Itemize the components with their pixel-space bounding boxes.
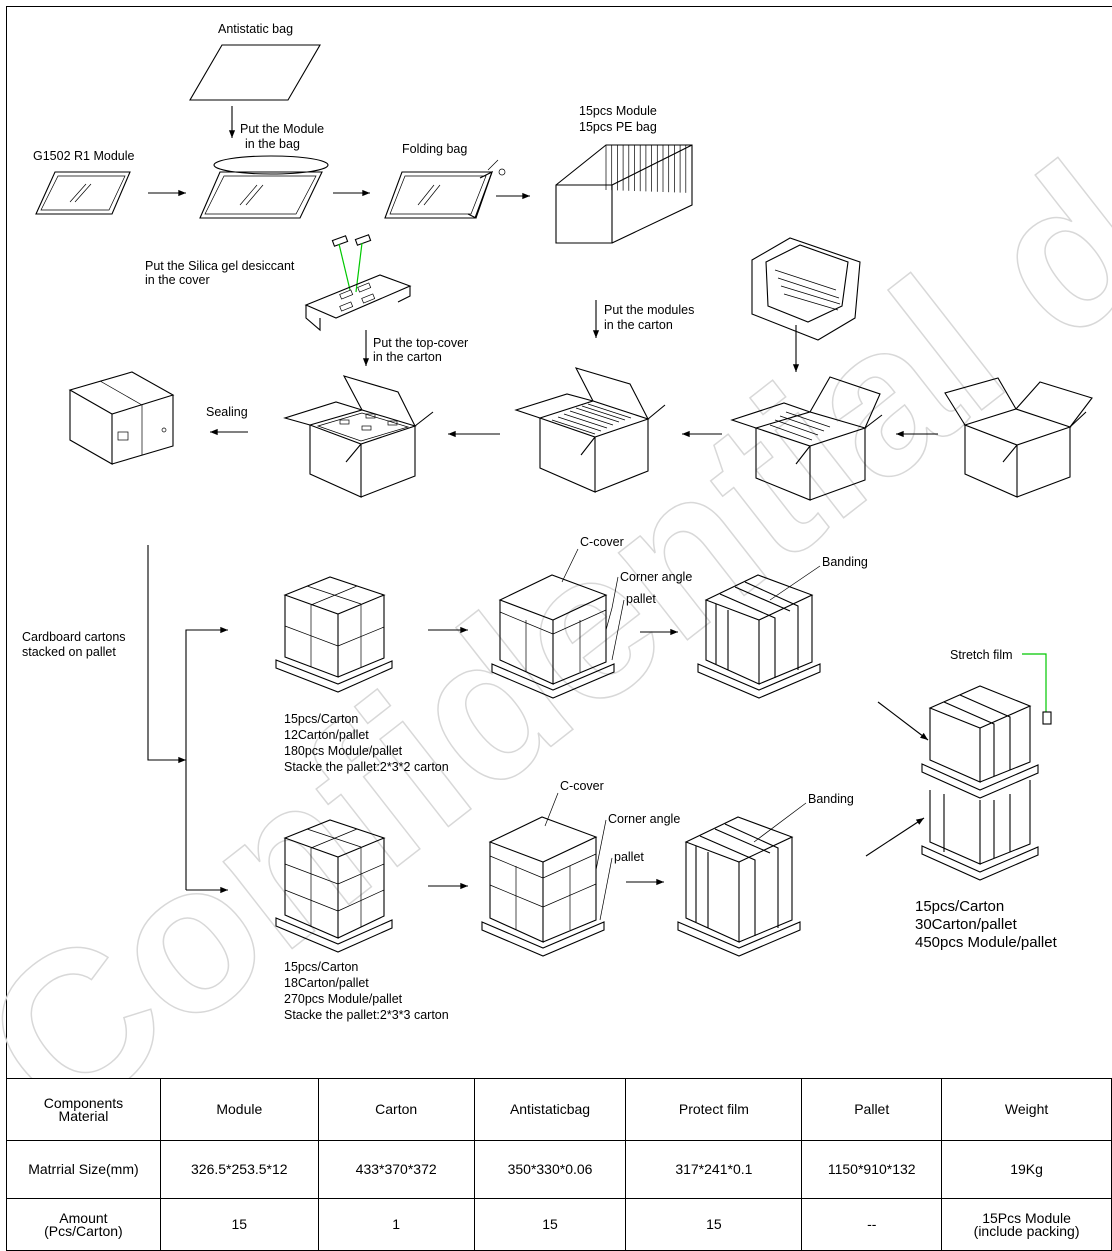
pallet-b-covered bbox=[481, 816, 605, 957]
stack-label-a: Cardboard cartons bbox=[22, 630, 126, 644]
antistatic-bag: Antistatic bag bbox=[189, 22, 321, 101]
module-label: G1502 R1 Module bbox=[33, 149, 135, 163]
table-row: Amount(Pcs/Carton) 15 1 15 15 -- 15Pcs M… bbox=[6, 1198, 1112, 1251]
sealing-label: Sealing bbox=[206, 405, 248, 419]
c-cover-b: C-cover bbox=[560, 779, 604, 793]
table-cell: -- bbox=[801, 1198, 943, 1251]
packing-diagram: Confidential document Antistatic bag Put… bbox=[0, 0, 1112, 1078]
drawing-frame bbox=[6, 6, 1112, 1236]
option-a-line-1: 15pcs/Carton bbox=[284, 712, 358, 726]
option-b-line-2: 18Carton/pallet bbox=[284, 976, 369, 990]
c-cover-a: C-cover bbox=[580, 535, 624, 549]
table-cell: 15 bbox=[473, 1198, 627, 1251]
put-module-label-2: in the bag bbox=[245, 137, 300, 151]
leader-line bbox=[599, 857, 613, 921]
table-cell: Module bbox=[159, 1078, 319, 1141]
option-a-line-4: Stacke the pallet:2*3*2 carton bbox=[284, 760, 449, 774]
put-modules-label-1: Put the modules bbox=[604, 303, 694, 317]
put-module-label-1: Put the Module bbox=[240, 122, 324, 136]
branch-up bbox=[185, 626, 228, 890]
leader-line bbox=[611, 599, 625, 661]
pallet-b-banded bbox=[677, 816, 801, 957]
final-line-3: 450pcs Module/pallet bbox=[915, 934, 1058, 951]
option-b-line-4: Stacke the pallet:2*3*3 carton bbox=[284, 1008, 449, 1022]
final-double-pallet bbox=[921, 685, 1039, 881]
empty-carton bbox=[944, 377, 1093, 498]
pallet-a-banded bbox=[697, 574, 821, 699]
leader-line bbox=[561, 548, 579, 583]
carton-with-modules bbox=[514, 367, 666, 493]
pallet-stack-b bbox=[275, 819, 393, 953]
pallet-label-a: pallet bbox=[626, 592, 656, 606]
stacked-modules bbox=[555, 144, 693, 244]
put-modules-label-2: in the carton bbox=[604, 318, 673, 332]
topcover-label-2: in the carton bbox=[373, 350, 442, 364]
leader-line bbox=[544, 792, 559, 827]
table-cell: 326.5*253.5*12 bbox=[159, 1140, 319, 1199]
leader-line bbox=[769, 565, 821, 601]
module-tray bbox=[751, 237, 861, 341]
banding-b: Banding bbox=[808, 792, 854, 806]
svg-text:Antistatic bag: Antistatic bag bbox=[218, 22, 293, 36]
table-cell: 350*330*0.06 bbox=[473, 1140, 627, 1199]
leader-line bbox=[753, 802, 807, 843]
folding-bag-label: Folding bag bbox=[402, 142, 467, 156]
leader-line bbox=[595, 819, 607, 871]
table-cell: 15 bbox=[625, 1198, 803, 1251]
table-cell: Protect film bbox=[625, 1078, 803, 1141]
stack-label-2: 15pcs PE bag bbox=[579, 120, 657, 134]
table-cell: Matrrial Size(mm) bbox=[6, 1140, 161, 1199]
pallet-label-b: pallet bbox=[614, 850, 644, 864]
final-line-1: 15pcs/Carton bbox=[915, 898, 1004, 915]
option-a-line-2: 12Carton/pallet bbox=[284, 728, 369, 742]
final-line-2: 30Carton/pallet bbox=[915, 916, 1018, 933]
desiccant-cover bbox=[304, 234, 412, 332]
topcover-label-1: Put the top-cover bbox=[373, 336, 468, 350]
table-cell: 15Pcs Module(include packing) bbox=[941, 1198, 1112, 1251]
carton-with-top-cover bbox=[283, 375, 434, 498]
silica-label-1: Put the Silica gel desiccant bbox=[145, 259, 295, 273]
corner-angle-b: Corner angle bbox=[608, 812, 680, 826]
banding-a: Banding bbox=[822, 555, 868, 569]
sealed-carton bbox=[68, 371, 175, 465]
table-cell: 433*370*372 bbox=[317, 1140, 475, 1199]
stretch-film-roll bbox=[1042, 711, 1052, 725]
corner-angle-a: Corner angle bbox=[620, 570, 692, 584]
table-cell: 317*241*0.1 bbox=[625, 1140, 803, 1199]
carton-with-tray bbox=[730, 376, 883, 501]
stack-label-1: 15pcs Module bbox=[579, 104, 657, 118]
table-cell: 1150*910*132 bbox=[801, 1140, 943, 1199]
table-cell: Antistaticbag bbox=[473, 1078, 627, 1141]
table-cell: Pallet bbox=[801, 1078, 943, 1141]
silica-label-2: in the cover bbox=[145, 273, 210, 287]
module-in-bag bbox=[199, 155, 329, 219]
arrow-final-2 bbox=[865, 817, 925, 857]
table-row: Matrrial Size(mm) 326.5*253.5*12 433*370… bbox=[6, 1140, 1112, 1199]
folded-bag bbox=[384, 159, 506, 219]
module-panel bbox=[35, 171, 131, 215]
option-b-line-3: 270pcs Module/pallet bbox=[284, 992, 403, 1006]
pallet-stack-a bbox=[275, 576, 393, 693]
stretch-film-label: Stretch film bbox=[950, 648, 1013, 662]
branch-line bbox=[147, 545, 186, 764]
stretch-film-leader bbox=[1022, 653, 1047, 712]
table-cell: 1 bbox=[317, 1198, 475, 1251]
leader-line bbox=[605, 576, 619, 631]
option-a-line-3: 180pcs Module/pallet bbox=[284, 744, 403, 758]
stack-label-b: stacked on pallet bbox=[22, 645, 116, 659]
table-cell: 15 bbox=[159, 1198, 319, 1251]
table-cell: Amount(Pcs/Carton) bbox=[6, 1198, 161, 1251]
option-b-line-1: 15pcs/Carton bbox=[284, 960, 358, 974]
table-cell: Weight bbox=[941, 1078, 1112, 1141]
table-cell: 19Kg bbox=[941, 1140, 1112, 1199]
table-cell: Carton bbox=[317, 1078, 475, 1141]
arrow-final-1 bbox=[877, 701, 929, 741]
pallet-a-covered bbox=[491, 574, 615, 699]
